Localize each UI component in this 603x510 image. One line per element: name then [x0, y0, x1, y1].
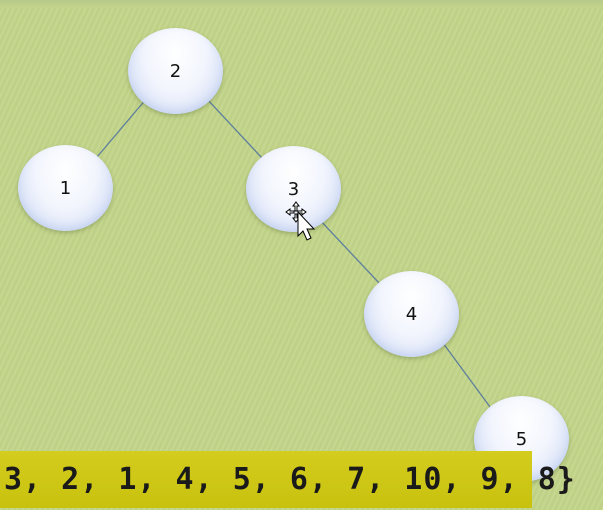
- tree-node-1[interactable]: 1: [18, 145, 113, 231]
- edge-2-1: [96, 97, 148, 158]
- edge-4-5: [442, 342, 494, 412]
- edge-3-4: [317, 217, 381, 285]
- sequence-highlight: 3, 2, 1, 4, 5, 6, 7, 10, 9, 8}: [0, 451, 575, 508]
- tree-node-2[interactable]: 2: [128, 28, 223, 114]
- top-strip: [0, 0, 603, 8]
- edge-2-3: [205, 97, 263, 159]
- tree-node-4[interactable]: 4: [364, 271, 459, 357]
- move-cursor-icon: [285, 201, 316, 241]
- node-label: 3: [287, 178, 300, 200]
- node-label: 5: [515, 428, 528, 450]
- node-label: 2: [169, 60, 182, 82]
- sequence-text: 3, 2, 1, 4, 5, 6, 7, 10, 9, 8}: [4, 462, 576, 497]
- node-label: 4: [405, 303, 418, 325]
- node-label: 1: [59, 177, 72, 199]
